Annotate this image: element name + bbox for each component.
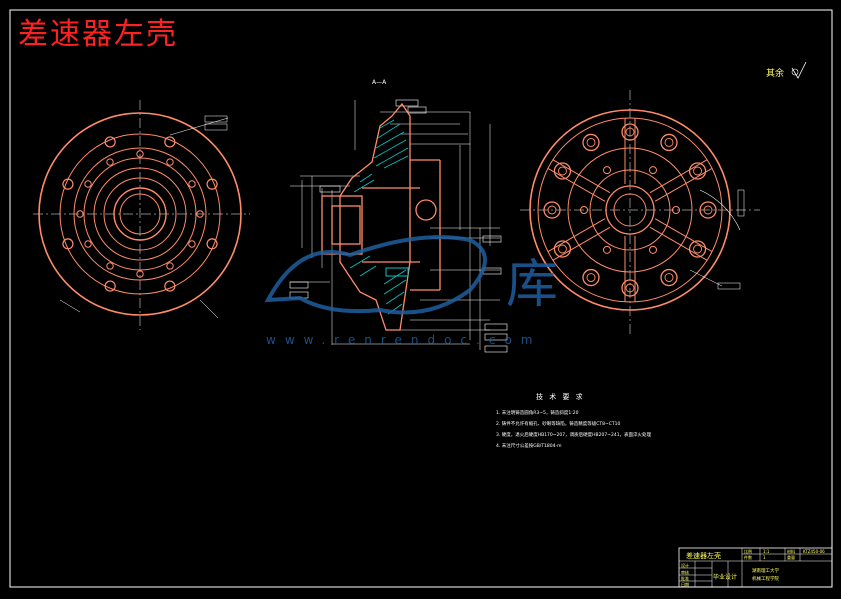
small-hole — [106, 262, 114, 270]
small-hole — [196, 210, 204, 218]
spoke-edge — [654, 167, 713, 202]
bolt-hole — [164, 136, 176, 148]
bolt-hole-inner — [664, 138, 674, 147]
drawing-banner-title: 差速器左壳 — [18, 17, 178, 52]
svg-text:技 术 要 求: 技 术 要 求 — [536, 392, 585, 401]
bolt-hole-inner — [558, 244, 567, 254]
surface-roughness-note: 其余 — [766, 61, 807, 79]
svg-text:毕业设计: 毕业设计 — [713, 573, 737, 581]
left-bolt-holes — [62, 136, 218, 292]
bolt-hole — [543, 201, 561, 219]
spoke-edge — [552, 226, 611, 261]
bolt-hole — [688, 240, 707, 258]
svg-text:库: 库 — [506, 255, 558, 315]
small-hole — [603, 245, 611, 254]
small-hole — [106, 158, 114, 166]
small-hole — [188, 240, 196, 248]
left-end-view — [33, 100, 250, 330]
small-hole — [136, 150, 144, 158]
spoke-edge — [547, 218, 606, 253]
bolt-hole-inner — [558, 166, 567, 176]
bolt-hole — [164, 280, 176, 292]
small-hole — [188, 180, 196, 188]
svg-text:设计: 设计 — [681, 562, 689, 568]
svg-text:差速器左壳: 差速器左壳 — [686, 551, 721, 560]
spoke-edge — [649, 226, 708, 261]
bolt-hole-inner — [693, 244, 702, 254]
bolt-hole — [206, 238, 218, 250]
bolt-hole — [688, 162, 707, 180]
svg-text:www.renrendoc.com: www.renrendoc.com — [266, 333, 541, 347]
small-hole — [136, 270, 144, 278]
bolt-hole — [553, 162, 572, 180]
svg-text:1. 未注明铸造圆角R3~5，铸造斜度1:20: 1. 未注明铸造圆角R3~5，铸造斜度1:20 — [496, 409, 579, 416]
svg-text:3. 硬度，退火后硬度HB170~207，调质后硬度HB20: 3. 硬度，退火后硬度HB170~207，调质后硬度HB207~241，表面淬火… — [496, 431, 652, 438]
bolt-hole-inner — [693, 166, 702, 176]
small-hole — [166, 158, 174, 166]
small-hole — [603, 166, 611, 175]
bolt-hole — [621, 279, 639, 297]
small-hole — [649, 166, 657, 175]
svg-text:重量: 重量 — [787, 554, 795, 560]
svg-text:1: 1 — [763, 555, 766, 560]
svg-text:湖南理工大学: 湖南理工大学 — [752, 567, 779, 574]
right-spokes — [547, 118, 713, 302]
bolt-hole — [582, 133, 600, 152]
bolt-hole — [660, 133, 678, 152]
svg-text:日期: 日期 — [681, 581, 689, 587]
svg-text:件数: 件数 — [744, 554, 752, 560]
bolt-hole — [104, 280, 116, 292]
svg-text:机械工程学院: 机械工程学院 — [752, 575, 779, 582]
title-block: 差速器左壳 比例 1:1 材料 KTZ450-06 件数 1 重量 设计 审核 … — [678, 547, 833, 588]
spoke-edge — [552, 159, 611, 194]
bolt-hole — [621, 123, 639, 141]
svg-text:2. 铸件不允许有缩孔、砂眼等缺陷，铸造精度等级CT8~CT: 2. 铸件不允许有缩孔、砂眼等缺陷，铸造精度等级CT8~CT10 — [496, 420, 621, 427]
bolt-hole — [699, 201, 717, 219]
bolt-hole-inner — [547, 205, 557, 215]
small-hole — [580, 206, 588, 214]
spoke-edge — [649, 159, 708, 194]
section-view: A—A — [289, 79, 508, 353]
small-hole — [672, 206, 680, 214]
bolt-hole — [206, 178, 218, 190]
small-hole — [649, 245, 657, 254]
outer-frame — [9, 9, 833, 588]
watermark: 库 www.renrendoc.com — [264, 235, 558, 347]
bolt-hole — [660, 268, 678, 287]
svg-text:材料: 材料 — [787, 548, 795, 554]
small-hole — [76, 210, 84, 218]
bolt-hole-inner — [703, 205, 713, 215]
small-hole — [166, 262, 174, 270]
bolt-hole-inner — [586, 138, 596, 147]
section-label: A—A — [372, 79, 387, 86]
bolt-hole — [553, 240, 572, 258]
bolt-hole-inner — [664, 273, 674, 282]
small-hole — [84, 180, 92, 188]
bolt-hole — [582, 268, 600, 287]
svg-text:审核: 审核 — [681, 569, 689, 575]
bolt-hole — [62, 238, 74, 250]
bolt-hole — [62, 178, 74, 190]
spoke-edge — [654, 218, 713, 253]
svg-text:批准: 批准 — [681, 575, 689, 581]
right-end-view — [520, 90, 760, 335]
svg-text:1:1: 1:1 — [763, 549, 770, 554]
technical-requirements: 技 术 要 求 1. 未注明铸造圆角R3~5，铸造斜度1:20 2. 铸件不允许… — [496, 392, 652, 449]
bolt-hole — [104, 136, 116, 148]
bolt-hole-inner — [625, 127, 635, 137]
svg-text:其余: 其余 — [766, 67, 784, 79]
right-bolt-holes — [543, 123, 717, 297]
small-hole — [84, 240, 92, 248]
spoke-edge — [547, 167, 606, 202]
svg-text:比例: 比例 — [744, 548, 752, 554]
svg-text:KTZ450-06: KTZ450-06 — [803, 549, 825, 554]
svg-text:4. 未注尺寸公差按GB/T1804-m: 4. 未注尺寸公差按GB/T1804-m — [496, 442, 562, 449]
bolt-hole-inner — [625, 283, 635, 293]
bolt-hole-inner — [586, 273, 596, 282]
